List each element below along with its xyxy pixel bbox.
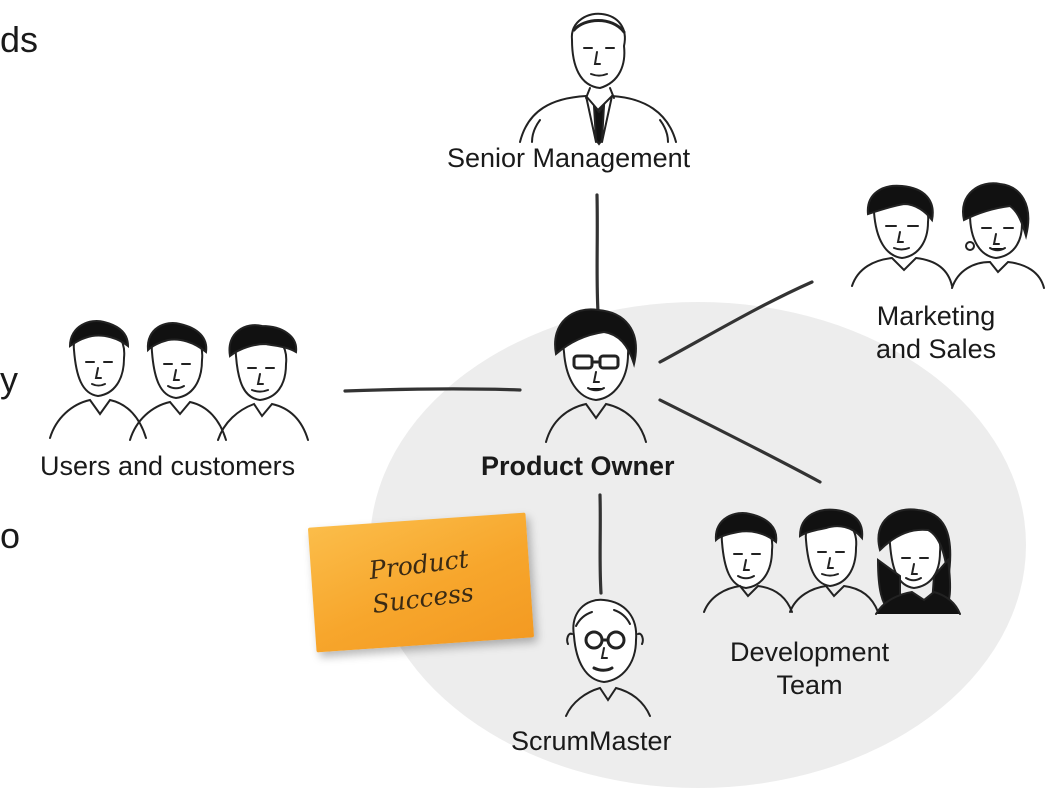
scrum-team-circle — [370, 302, 1026, 788]
senior-manager-icon — [519, 12, 677, 146]
users-customers-label: Users and customers — [40, 451, 296, 481]
connector-development — [658, 398, 822, 484]
connector-marketing — [658, 280, 814, 364]
connector-users — [343, 387, 522, 393]
scrum-master-icon — [565, 598, 651, 717]
product-owner-label: Product Owner — [481, 451, 675, 481]
cut-off-text-fragment: o — [0, 515, 21, 556]
marketing-label-line1: Marketing — [876, 301, 996, 331]
scrum-master-label: ScrumMaster — [511, 726, 672, 756]
product-success-sticky-note: Product Success — [307, 512, 535, 653]
development-label-line1: Development — [730, 637, 890, 667]
connector-scrum-master — [598, 493, 603, 595]
cut-off-text-fragment: y — [0, 359, 18, 400]
marketing-people-icon — [851, 182, 1045, 289]
development-team-icon — [703, 508, 961, 615]
product-owner-icon — [545, 308, 647, 443]
marketing-sales-label: Marketing and Sales — [876, 300, 996, 366]
marketing-label-line2: and Sales — [876, 333, 997, 364]
development-team-label: Development Team — [730, 636, 889, 702]
senior-management-label: Senior Management — [447, 143, 691, 173]
development-label-line2: Team — [776, 669, 843, 700]
users-customers-icon — [49, 320, 309, 441]
cut-off-text-fragment: ds — [0, 19, 39, 60]
connector-senior-management — [595, 193, 600, 314]
sticky-note-text: Product Success — [309, 535, 534, 629]
